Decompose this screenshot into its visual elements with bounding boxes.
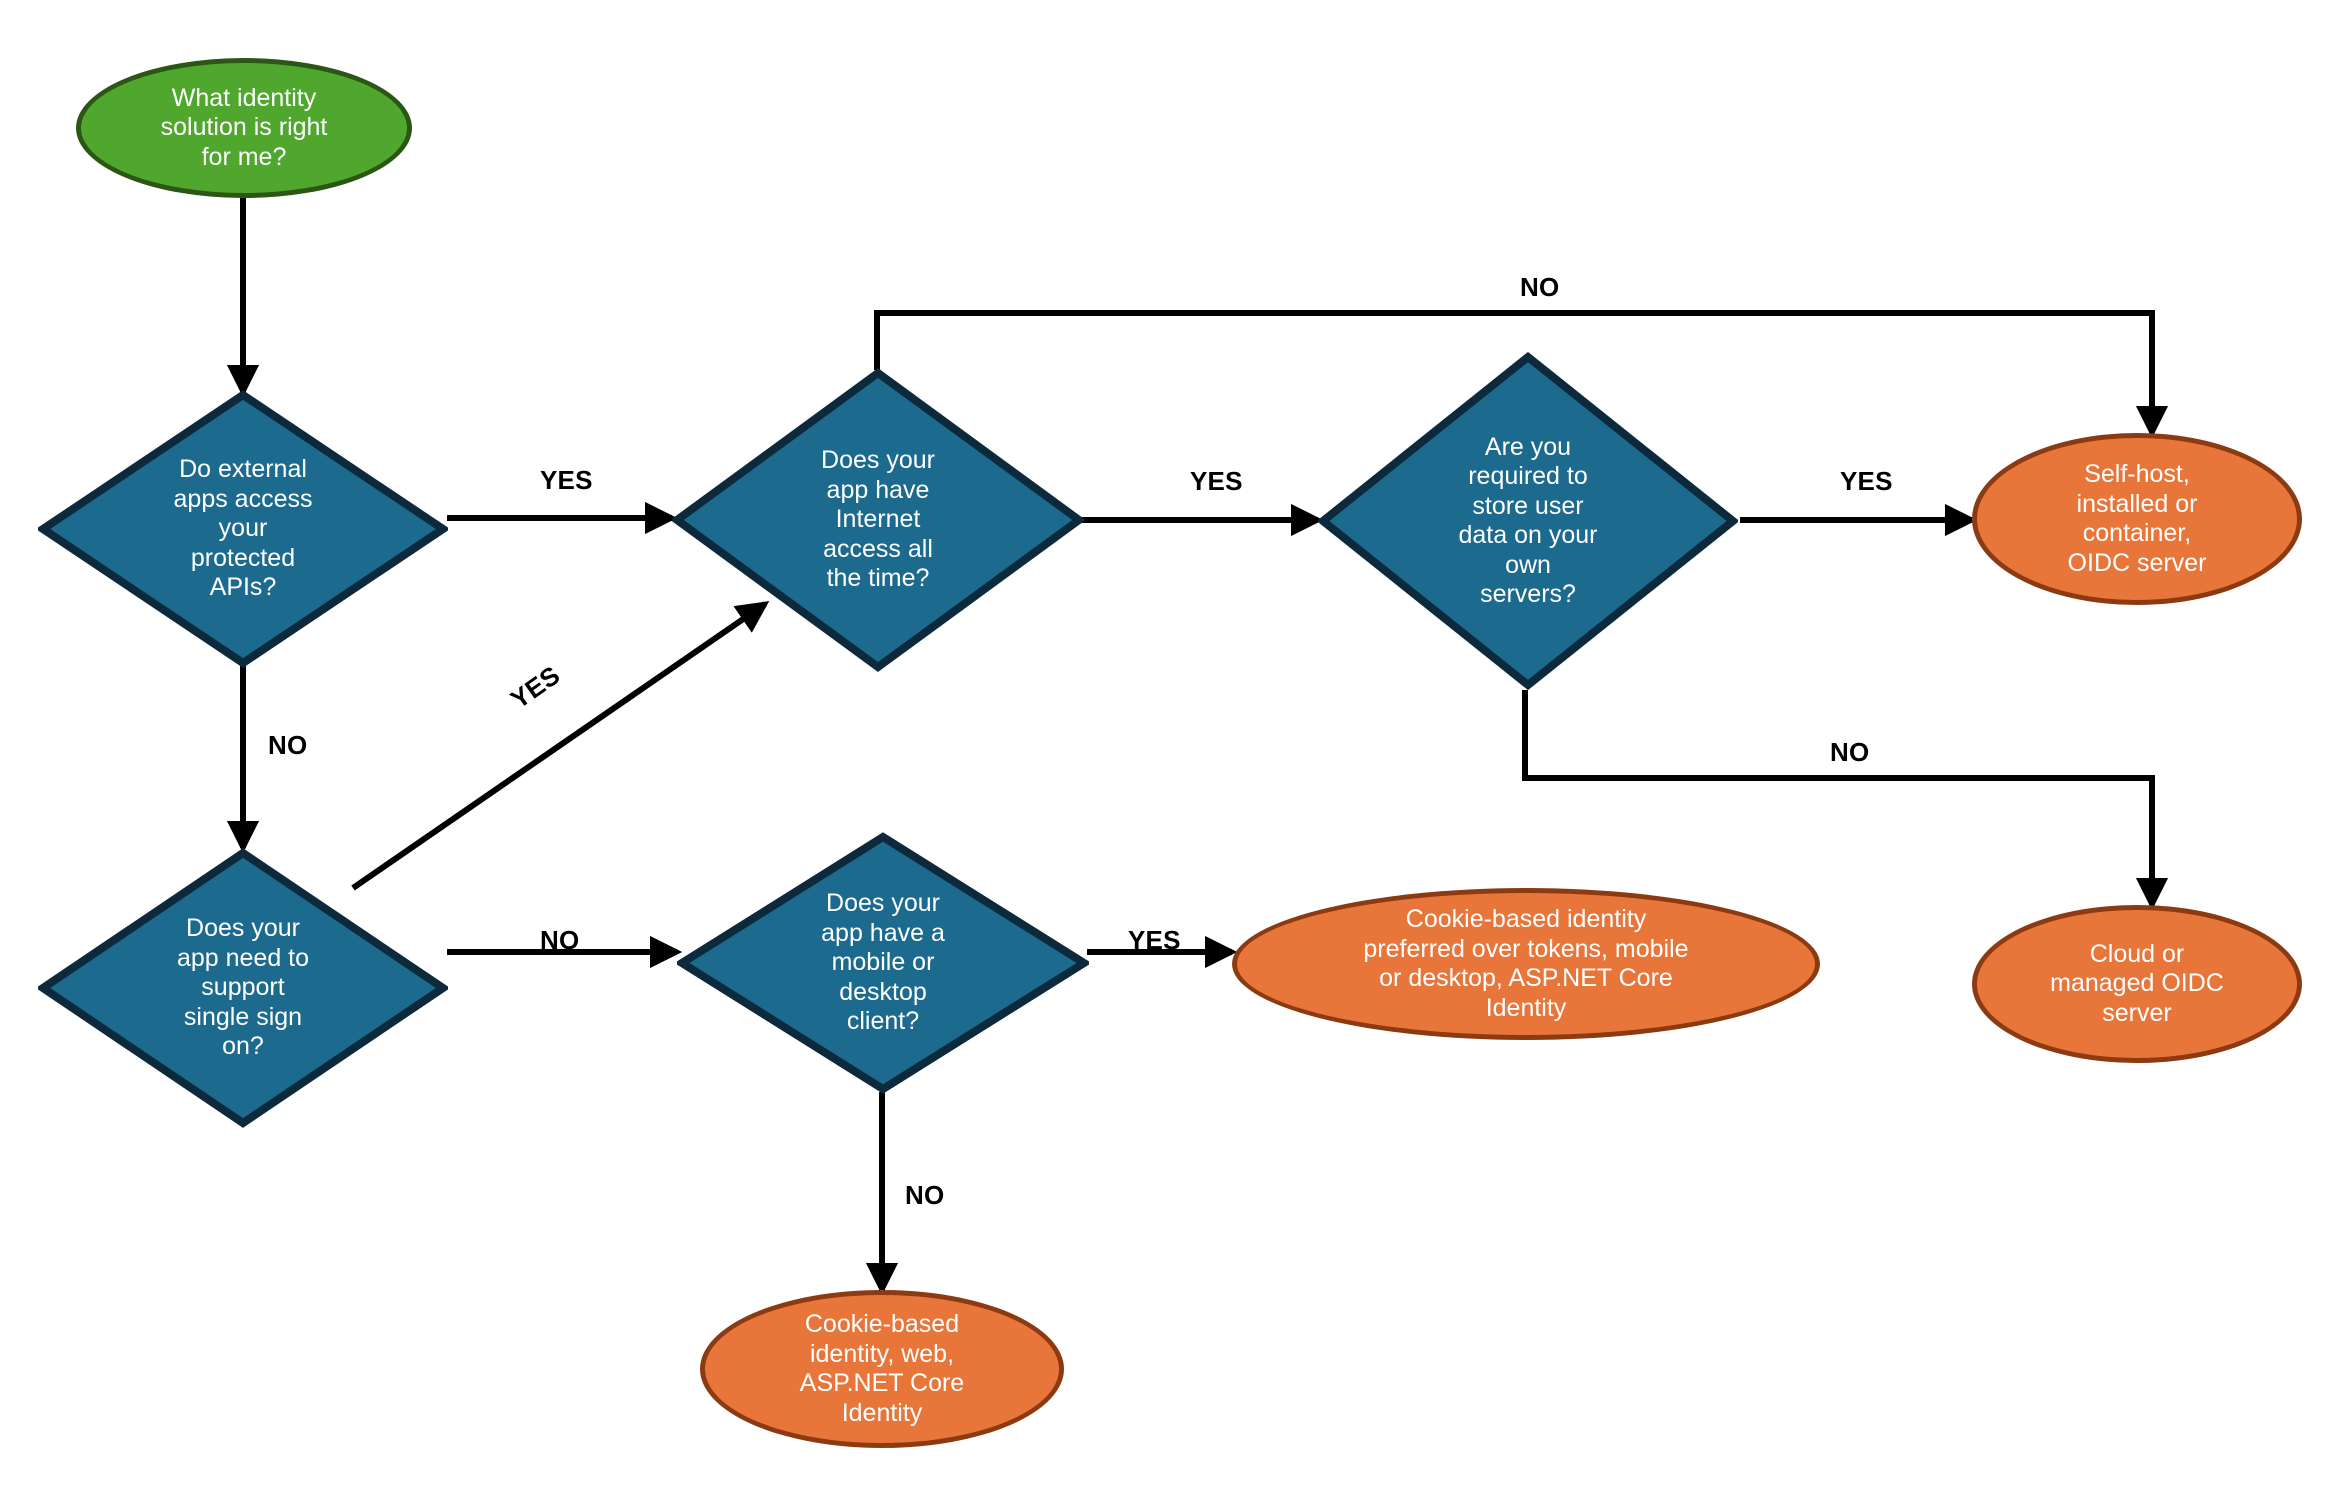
edge-label-d1-yes: YES: [540, 465, 593, 495]
node-result-cloud-managed-oidc[interactable]: Cloud or managed OIDC server: [1972, 905, 2302, 1063]
node-start-label: What identity solution is right for me?: [160, 83, 328, 171]
edge-label-d3-yes: YES: [1840, 466, 1893, 496]
node-decision-single-sign-on-label: Does your app need to support single sig…: [176, 914, 310, 1061]
edge-label-d3-no: NO: [1830, 737, 1870, 767]
node-decision-internet-access[interactable]: Does your app have Internet access all t…: [672, 368, 1084, 672]
node-result-cloud-managed-oidc-label: Cloud or managed OIDC server: [2050, 939, 2224, 1027]
node-decision-store-user-data-label: Are you required to store user data on y…: [1458, 432, 1598, 609]
diamond-shape: [672, 368, 1084, 672]
node-result-self-host-oidc-label: Self-host, installed or container, OIDC …: [2067, 460, 2207, 577]
node-result-cookie-identity-web[interactable]: Cookie-based identity, web, ASP.NET Core…: [700, 1290, 1064, 1448]
edge-d2-no-to-r1: [874, 310, 2169, 439]
edge-d3-no-to-r2: [1522, 690, 2169, 911]
node-decision-internet-access-label: Does your app have Internet access all t…: [821, 446, 935, 593]
node-result-self-host-oidc[interactable]: Self-host, installed or container, OIDC …: [1972, 433, 2302, 605]
edge-label-d4-no: NO: [540, 925, 580, 955]
node-result-cookie-identity-mobile-desktop-label: Cookie-based identity preferred over tok…: [1363, 905, 1689, 1022]
edge-label-d5-yes: YES: [1128, 925, 1181, 955]
edge-label-d5-no: NO: [905, 1180, 945, 1210]
edge-label-d1-no: NO: [268, 730, 308, 760]
node-decision-store-user-data[interactable]: Are you required to store user data on y…: [1318, 352, 1738, 690]
diamond-shape: [1318, 352, 1738, 690]
diamond-shape: [38, 390, 448, 668]
diamond-shape: [677, 832, 1089, 1094]
edge-d4-yes-to-d2: [351, 601, 770, 891]
node-decision-mobile-desktop-client-label: Does your app have a mobile or desktop c…: [821, 889, 945, 1036]
diamond-shape: [38, 848, 448, 1128]
edge-label-d2-no: NO: [1520, 272, 1560, 302]
node-decision-external-apps-apis-label: Do external apps access your protected A…: [173, 455, 313, 602]
node-result-cookie-identity-web-label: Cookie-based identity, web, ASP.NET Core…: [799, 1310, 965, 1427]
node-start[interactable]: What identity solution is right for me?: [76, 58, 412, 198]
edge-label-d2-yes: YES: [1190, 466, 1243, 496]
node-result-cookie-identity-mobile-desktop[interactable]: Cookie-based identity preferred over tok…: [1232, 888, 1820, 1040]
node-decision-single-sign-on[interactable]: Does your app need to support single sig…: [38, 848, 448, 1128]
node-decision-external-apps-apis[interactable]: Do external apps access your protected A…: [38, 390, 448, 668]
node-decision-mobile-desktop-client[interactable]: Does your app have a mobile or desktop c…: [677, 832, 1089, 1094]
